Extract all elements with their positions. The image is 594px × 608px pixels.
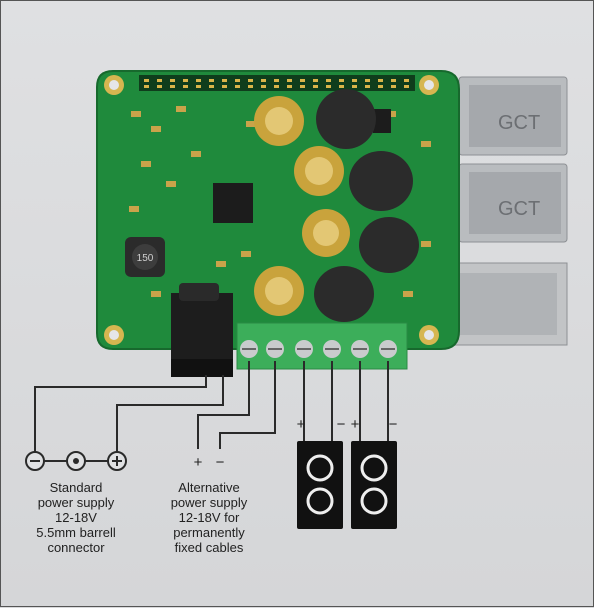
usb-brand-top: GCT <box>498 112 540 134</box>
screw-terminal-block <box>236 322 408 370</box>
speaker-right-plus: + <box>351 416 360 433</box>
speaker-left-icon <box>297 441 343 529</box>
speaker-left-minus: − <box>337 416 346 433</box>
amplifier-chip <box>213 183 253 223</box>
speaker-right-minus: − <box>389 416 398 433</box>
ethernet-port-inner <box>459 273 557 335</box>
regulator-chip <box>373 109 391 133</box>
barrel-connector-symbol <box>25 451 127 471</box>
standard-line-3: 12-18V <box>55 510 97 525</box>
usb-brand-bottom: GCT <box>498 198 540 220</box>
alternative-line-3: 12-18V for <box>178 510 240 525</box>
speaker-right-icon <box>351 441 397 529</box>
alt-minus-sign: − <box>216 454 225 471</box>
power-inductors <box>314 89 419 322</box>
alternative-line-1: Alternative <box>178 480 240 495</box>
gpio-header <box>139 75 415 91</box>
alternative-line-5: fixed cables <box>174 540 244 555</box>
alternative-line-2: power supply <box>170 495 248 510</box>
mounting-holes <box>104 75 439 345</box>
inductor-label: 150 <box>137 253 154 264</box>
alternative-line-4: permanently <box>173 525 245 540</box>
electrolytic-capacitors <box>254 96 350 316</box>
wiring <box>34 361 389 453</box>
standard-supply-label: Standard power supply 12-18V 5.5mm barre… <box>11 480 141 555</box>
standard-line-5: connector <box>47 540 105 555</box>
usb-ports: GCT GCT <box>458 76 568 243</box>
alternative-supply-label: Alternative power supply 12-18V for perm… <box>149 480 269 555</box>
standard-line-1: Standard <box>49 480 103 495</box>
barrel-jack <box>171 283 233 377</box>
gpio-pins <box>144 79 409 88</box>
standard-line-4: 5.5mm barrell <box>36 525 116 540</box>
alt-plus-sign: + <box>194 454 203 471</box>
speaker-left-plus: + <box>297 416 306 433</box>
standard-line-2: power supply <box>37 495 115 510</box>
